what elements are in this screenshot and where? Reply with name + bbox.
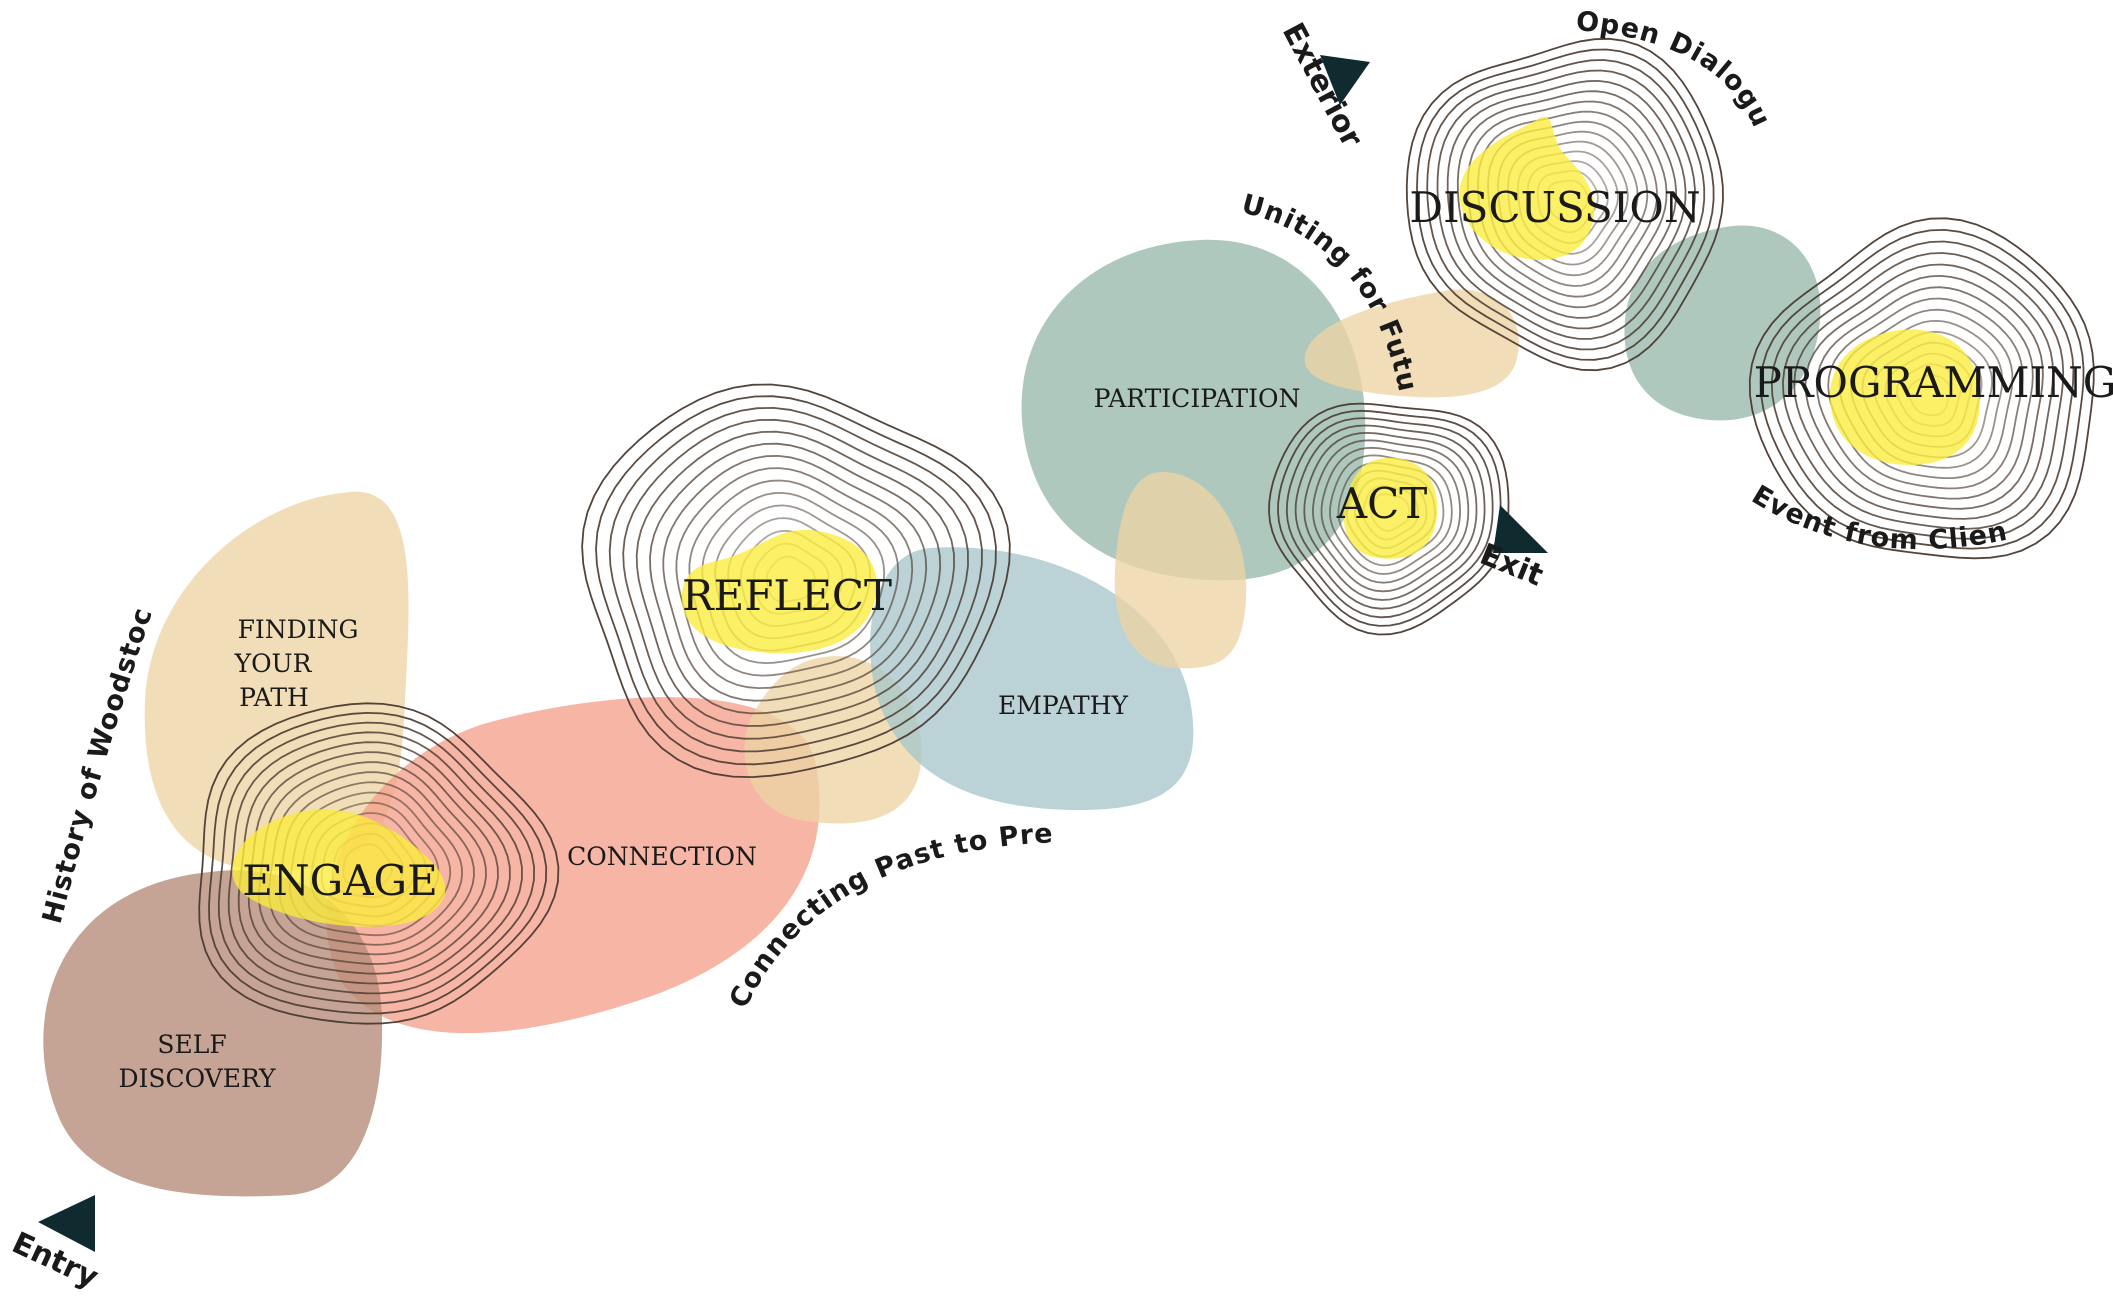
- reflect-label: REFLECT: [682, 571, 892, 620]
- contour-ring: [1436, 69, 1696, 340]
- discussion-connector-area: [1624, 225, 1821, 421]
- contour-ring: [1804, 274, 2044, 510]
- yellow-cores: [232, 116, 1980, 927]
- discussion-label: DISCUSSION: [1409, 183, 1700, 232]
- contour-ring: [595, 395, 997, 766]
- theme-areas: [43, 225, 1821, 1197]
- contour-ring: [1285, 417, 1494, 619]
- contour-ring: [1405, 37, 1724, 372]
- contour-ring: [227, 731, 523, 995]
- self-discovery-label: SELF DISCOVERY: [118, 1030, 276, 1093]
- participation-connector-area: [1114, 471, 1247, 669]
- theme-labels: FINDING YOUR PATH SELF DISCOVERY CONNECT…: [118, 384, 1300, 1093]
- contour-ring: [622, 418, 969, 740]
- contour-ring: [1446, 79, 1687, 330]
- engage-label: ENGAGE: [242, 856, 438, 905]
- uniting-connector-area: [1304, 289, 1519, 398]
- contour-ring: [649, 442, 942, 715]
- contour-ring: [662, 454, 928, 702]
- contour-ring: [1294, 424, 1486, 610]
- act-label: ACT: [1336, 479, 1427, 528]
- contour-ring: [217, 721, 536, 1005]
- contour-ring: [1759, 228, 2085, 550]
- node-labels: ENGAGE REFLECT ACT DISCUSSION PROGRAMMIN…: [242, 183, 2113, 905]
- contour-ring: [198, 702, 560, 1025]
- exterior-arrow-icon: [1320, 55, 1370, 105]
- contour-ring: [1827, 297, 2024, 490]
- contour-ring: [1770, 240, 2075, 540]
- entry-arrow-icon: [38, 1195, 95, 1252]
- discussion-core: [1459, 116, 1595, 260]
- act-core: [1343, 457, 1438, 559]
- contour-ring: [1277, 409, 1502, 627]
- contour-ring: [1311, 439, 1470, 593]
- programming-core: [1829, 329, 1980, 465]
- participation-label: PARTICIPATION: [1094, 384, 1301, 413]
- finding-your-path-label: FINDING YOUR PATH: [234, 615, 367, 712]
- contour-ring: [1456, 90, 1678, 319]
- contour-ring: [1793, 263, 2055, 520]
- contour-ring: [1268, 402, 1510, 636]
- exterior-label: Exterior: [1275, 17, 1369, 153]
- contour-ring: [635, 430, 956, 727]
- contour-ring: [1329, 454, 1453, 575]
- connection-label: CONNECTION: [567, 842, 757, 871]
- open-dialogue-label: Open Dialogue: [0, 0, 1777, 132]
- history-of-woodstock-label: History of Woodstock: [0, 0, 159, 927]
- contour-ring: [581, 383, 1011, 779]
- programming-label: PROGRAMMING: [1754, 358, 2113, 407]
- contour-ring: [1416, 48, 1715, 361]
- contour-ring: [675, 467, 914, 690]
- contour-ring: [1748, 217, 2095, 560]
- contour-ring: [1426, 59, 1706, 351]
- empathy-area: [870, 547, 1194, 810]
- exit-arrow-icon: [1493, 505, 1548, 553]
- empathy-label: EMPATHY: [998, 691, 1129, 720]
- contour-ring: [1781, 252, 2065, 530]
- reflect-core: [681, 529, 878, 654]
- contour-ring: [1303, 431, 1478, 601]
- contour-ring: [208, 711, 548, 1015]
- contour-ring: [1815, 286, 2034, 500]
- contour-ring: [608, 406, 983, 753]
- contour-ring: [1320, 446, 1462, 584]
- engage-core: [232, 809, 446, 927]
